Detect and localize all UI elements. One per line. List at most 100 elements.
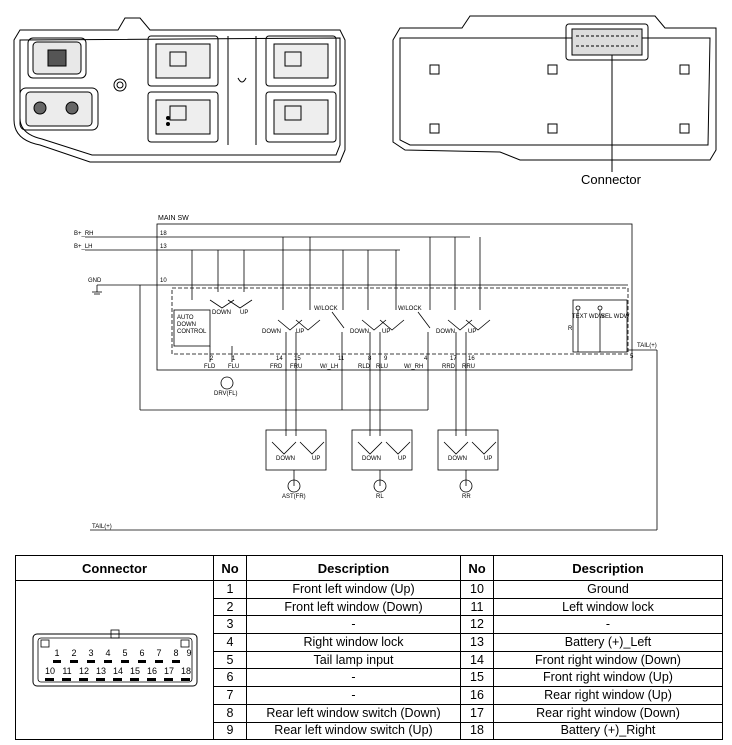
pin-no-right: 14 (460, 650, 494, 670)
pin-desc-right: - (493, 615, 723, 635)
input-pin-gnd: 10 (160, 278, 167, 284)
pin-name-rrd: RRD (442, 364, 456, 370)
pin-desc-left: Rear left window switch (Up) (246, 721, 461, 741)
pin-label: 6 (139, 648, 144, 658)
mounting-holes (429, 64, 690, 134)
table-row: 8 Rear left window switch (Down) 17 Rear… (16, 703, 723, 723)
pin-label: 13 (95, 666, 105, 676)
pin-label: 18 (180, 666, 190, 676)
rr-box-up-label: UP (484, 456, 492, 462)
pin-num-fru: 15 (294, 356, 301, 362)
pin-no-left: 8 (213, 703, 247, 723)
motor-label-rl: RL (376, 494, 384, 500)
pin-desc-left: - (246, 668, 461, 688)
header-no-right: No (460, 555, 494, 581)
input-pin-b-lh: 13 (160, 244, 167, 250)
illum-sel-wdw: SEL WDW (601, 314, 630, 320)
pin-label: 8 (173, 648, 178, 658)
pin-desc-left: Front left window (Down) (246, 597, 461, 617)
connector-face-cell: 1 2 3 4 5 6 7 8 9 10 11 12 13 14 (15, 579, 214, 741)
pin-label: 3 (88, 648, 93, 658)
pin-no-right: 16 (460, 686, 494, 705)
rr-up-label: UP (468, 329, 476, 335)
pin-name-fru: FRU (290, 364, 302, 370)
pin-desc-left: Front left window (Up) (246, 580, 461, 599)
pin-label: 14 (112, 666, 122, 676)
pin-num-fld: 2 (210, 356, 214, 362)
pin-desc-right: Battery (+)_Right (493, 721, 723, 741)
auto-control-line-3: CONTROL (177, 329, 207, 335)
table-row: 1 2 3 4 5 6 7 8 9 10 11 12 13 14 (15, 579, 723, 741)
pin-desc-right: Front right window (Down) (493, 650, 723, 670)
pin-num-rru: 16 (468, 356, 475, 362)
left-wlock-label: W/LOCK (314, 306, 338, 312)
connector-pin-numbers: 1 2 3 4 5 6 7 8 9 10 11 12 13 14 (44, 648, 191, 676)
motor-label-drv: DRV(FL) (214, 391, 238, 397)
pin-no-right: 18 (460, 721, 494, 741)
switch-assembly-front-view (13, 17, 346, 163)
input-label-b-lh: B+_LH (74, 244, 93, 250)
pin-name-rld: RLD (358, 364, 371, 370)
fr-box-up-label: UP (312, 456, 320, 462)
pin-no-right: 17 (460, 703, 494, 723)
rr-box-down-label: DOWN (448, 456, 467, 462)
header-connector: Connector (15, 555, 214, 581)
pin-label: 16 (146, 666, 156, 676)
table-row: 7 - 16 Rear right window (Up) (16, 686, 723, 705)
pin-label: 10 (44, 666, 54, 676)
illum-resistor-label: R (568, 326, 573, 332)
pin-desc-right: Ground (493, 580, 723, 599)
pin-no-left: 4 (213, 633, 247, 652)
pin-num-wlh: 11 (338, 356, 345, 362)
pin-label: 5 (122, 648, 127, 658)
pin-label: 7 (156, 648, 161, 658)
pin-desc-right: Battery (+)_Left (493, 633, 723, 652)
auto-control-line-2: DOWN (177, 322, 196, 328)
circuit-schematic (85, 223, 658, 531)
pin-no-left: 9 (213, 721, 247, 741)
pin-name-wlh: W/_LH (320, 364, 338, 370)
pin-desc-left: - (246, 686, 461, 705)
pin-desc-left: Rear left window switch (Down) (246, 703, 461, 723)
input-pin-b-rh: 18 (160, 231, 167, 237)
pin-num-flu: 1 (232, 356, 236, 362)
rl-box-down-label: DOWN (362, 456, 381, 462)
connector-pin-table: Connector No Description No Description … (15, 555, 723, 741)
header-description-right: Description (493, 555, 723, 581)
pin-name-fld: FLD (204, 364, 216, 370)
table-header-row: Connector No Description No Description (15, 555, 723, 581)
tail-label-top: TAIL(+) (637, 343, 657, 349)
connector-callout-label: Connector (581, 172, 642, 187)
rr-down-label: DOWN (436, 329, 455, 335)
pin-num-frd: 14 (276, 356, 283, 362)
auto-control-line-1: AUTO (177, 315, 194, 321)
input-label-b-rh: B+_RH (74, 231, 94, 237)
switch-illustration-and-schematic: Connector (13, 15, 717, 531)
pin-label: 17 (163, 666, 173, 676)
pin-desc-left: Tail lamp input (246, 650, 461, 670)
pin-label: 1 (54, 648, 59, 658)
fr-up-label: UP (296, 329, 304, 335)
pin-desc-right: Left window lock (493, 597, 723, 617)
pin-num-rld: 8 (368, 356, 372, 362)
pin-no-right: 15 (460, 668, 494, 688)
pin-desc-right: Rear right window (Up) (493, 686, 723, 705)
tail-label-bottom: TAIL(+) (92, 524, 112, 530)
pin-label: 2 (71, 648, 76, 658)
pin-label: 15 (129, 666, 139, 676)
pin-name-rru: RRU (462, 364, 475, 370)
header-no-left: No (213, 555, 247, 581)
pin-desc-right: Rear right window (Down) (493, 703, 723, 723)
illum-text-wdw: TEXT WDW (572, 314, 605, 320)
pin-no-right: 10 (460, 580, 494, 599)
pin-label: 11 (62, 666, 71, 676)
motor-label-rr: RR (462, 494, 471, 500)
pin-no-left: 5 (213, 650, 247, 670)
pin-num-rrd: 17 (450, 356, 457, 362)
table-row: 2 Front left window (Down) 11 Left windo… (16, 597, 723, 617)
table-row: 5 Tail lamp input 14 Front right window … (16, 650, 723, 670)
motor-label-ast: AST(FR) (282, 494, 306, 500)
pin-no-left: 7 (213, 686, 247, 705)
pin-no-left: 2 (213, 597, 247, 617)
pin-desc-left: Right window lock (246, 633, 461, 652)
